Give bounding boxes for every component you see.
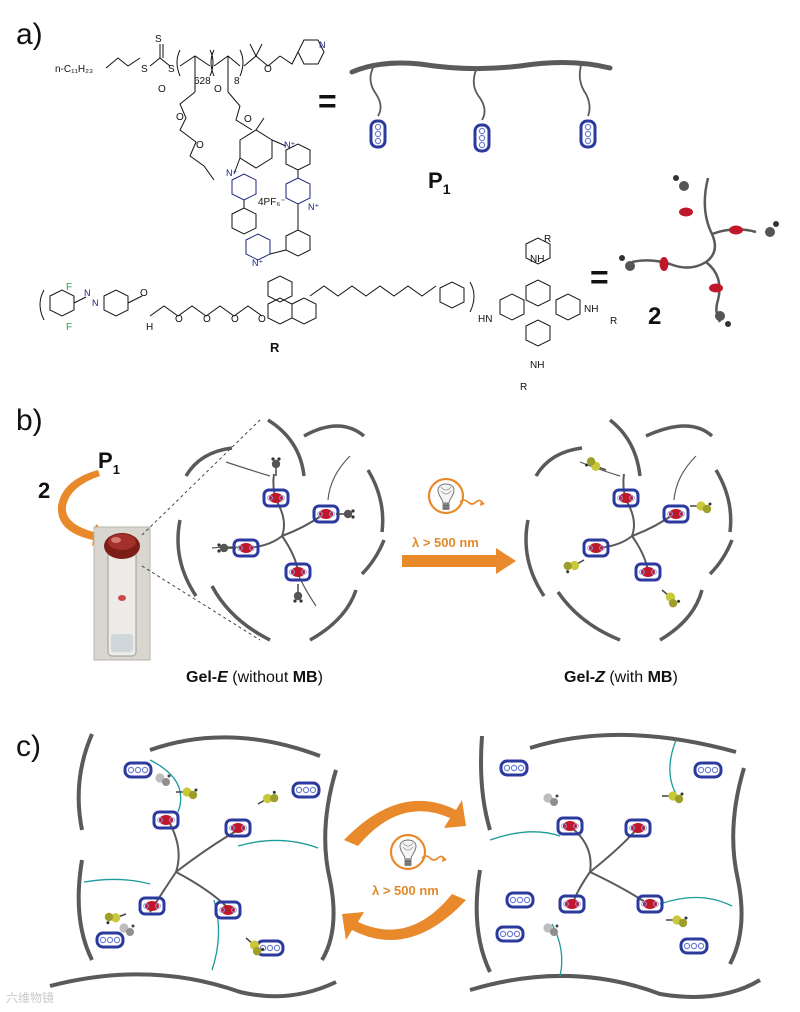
p1-label: P1 [428,168,451,197]
pyridinium-n1: N⁺ [226,168,237,178]
ether-o-1: O [176,112,184,123]
network-left [49,733,338,999]
panel-c-label: c) [16,730,41,763]
pyridinium-n2: N⁺ [284,140,295,150]
counter-ion: 4PF₆⁻ [258,197,286,208]
pyridine-n: N [319,40,326,50]
gel-z-caption: Gel-Z (with MB) [564,669,678,686]
forward-arrow-b [402,548,516,574]
ester-o-1: O [264,64,272,75]
gel-z-network [524,418,734,642]
panel-a-label: a) [16,18,43,51]
crosslinker-2-structure: F F N N O H O O O O R HN NH NH NH R R R [39,234,617,393]
peg-o-4: O [258,314,266,325]
pyridinium-n3: N⁺ [308,202,319,212]
r-right: R [610,316,617,327]
reagent-p1-label: P1 [98,448,120,477]
panel-b-label: b) [16,404,43,437]
r-top: R [544,234,551,245]
gel-vial-photo [93,526,151,661]
amide-hn-core: HN [478,314,492,325]
reversible-arrows [342,800,466,940]
repeat-n1: 628 [194,76,211,87]
bulb-icon-c [389,833,449,871]
crosslinker-2-cartoon [619,175,779,327]
fluorine-1: F [66,282,72,293]
amide-nh-top: NH [530,254,544,265]
bulb-icon-b [427,477,487,515]
gel-e-network [176,418,386,642]
amide-nh-1: H [146,322,153,333]
end-group-label: n-C₁₁H₂₃ [55,64,93,75]
equals-sign-p1: = [318,83,337,119]
amide-nh-right: NH [584,304,598,315]
network-right [469,732,762,999]
sulfur-top: S [155,34,162,45]
macrocycle-3 [579,119,597,149]
sulfur-left: S [141,64,148,75]
macrocycle-2 [473,123,491,153]
light-condition-c: λ > 500 nm [372,883,439,898]
repeat-n2: 8 [234,76,240,87]
macrocycle-1 [369,119,387,149]
reagent-2-label: 2 [38,478,50,503]
peg-o-1: O [175,314,183,325]
gel-e-caption: Gel-E (without MB) [186,669,323,686]
equals-sign-2: = [590,259,609,295]
polymer-p1-cartoon [349,59,613,153]
ester-o-3: O [214,84,222,95]
crosslinker-2-label: 2 [648,303,661,330]
peg-o-3: O [231,314,239,325]
watermark: 六维物镜 [6,990,54,1005]
azo-n2: N [92,298,99,308]
r-bottom: R [520,382,527,393]
ether-o-2: O [196,140,204,151]
pyridinium-n4: N⁺ [252,258,263,268]
ether-o-3: O [244,114,252,125]
amide-o-1: O [140,288,148,299]
fluorine-2: F [66,322,72,333]
azo-n1: N [84,288,91,298]
sulfur-right: S [168,64,175,75]
polymer-p1-structure: n-C₁₁H₂₃ S S S 628 8 O N O O O O O [55,34,326,268]
ester-o-2: O [158,84,166,95]
r-label: R [270,340,280,355]
peg-o-2: O [203,314,211,325]
amide-nh-bottom: NH [530,360,544,371]
light-condition-b: λ > 500 nm [412,535,479,550]
